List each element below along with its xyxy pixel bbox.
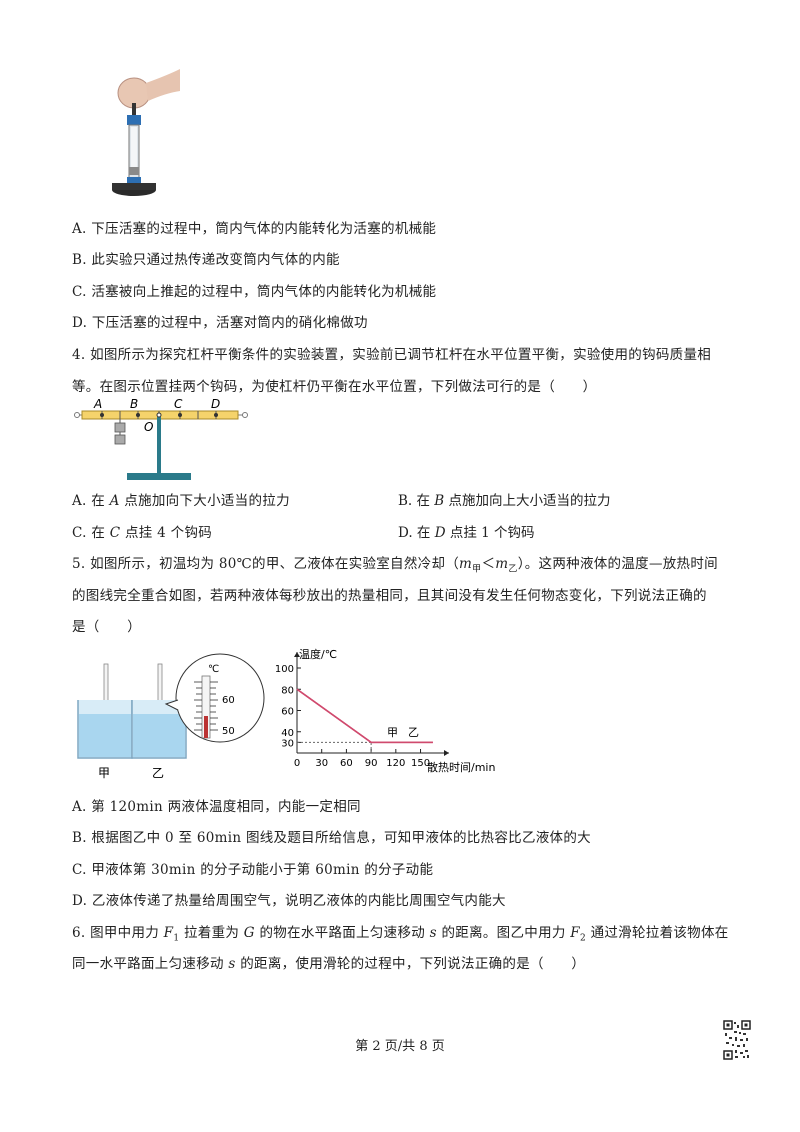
graph-ylabel: 温度/℃ [299,647,337,661]
y-tick-label: 60 [281,707,294,718]
beakers-figure: 甲 乙 ℃ 60 50 [70,650,270,790]
thermo-tick-50: 50 [222,726,235,737]
q6-stem-line1: 6. 图甲中用力 F1 拉着重为 G 的物在水平路面上匀速移动 s 的距离。图乙… [72,925,729,944]
lever-label-c: C [174,397,183,411]
thermo-tick-60: 60 [222,695,235,706]
x-tick-label: 120 [386,758,405,769]
q4-option-a: A. 在 A 点施加向下大小适当的拉力 [72,493,290,509]
graph-xlabel: 散热时间/min [427,760,495,774]
beaker-label-yi: 乙 [152,766,164,780]
q5-stem-line2: 的图线完全重合如图，若两种液体每秒放出的热量相同，且其间没有发生任何物态变化，下… [72,588,707,604]
x-tick-label: 150 [411,758,430,769]
q4-stem-line2: 等。在图示位置挂两个钩码，为使杠杆仍平衡在水平位置，下列做法可行的是（ ） [72,379,597,395]
y-tick-label: 40 [281,728,294,739]
q3-option-d: D. 下压活塞的过程中，活塞对筒内的硝化棉做功 [72,315,368,331]
y-tick-label: 30 [281,738,294,749]
q5-option-c: C. 甲液体第 30min 的分子动能小于第 60min 的分子动能 [72,862,434,878]
y-axis-arrow [294,652,300,657]
lever-figure: A B C D O [72,395,252,485]
q5-option-a: A. 第 120min 两液体温度相同，内能一定相同 [72,799,361,815]
q6-stem-line2: 同一水平路面上匀速移动 s 的距离，使用滑轮的过程中，下列说法正确的是（ ） [72,956,586,972]
lever-label-b: B [130,397,138,411]
piston-figure [100,55,180,205]
q4-option-d: D. 在 D 点挂 1 个钩码 [398,525,535,541]
q5-option-b: B. 根据图乙中 0 至 60min 图线及题目所给信息，可知甲液体的比热容比乙… [72,830,591,846]
lever-label-d: D [211,397,220,411]
y-tick-label: 80 [281,685,294,696]
qr-code [723,1020,751,1060]
x-tick-label: 0 [294,758,300,769]
q3-option-b: B. 此实验只通过热传递改变筒内气体的内能 [72,252,340,268]
thermo-unit: ℃ [208,664,219,675]
series-line-1 [296,688,433,744]
beaker-label-jia: 甲 [98,766,110,780]
x-tick-label: 90 [365,758,378,769]
x-tick-label: 30 [315,758,328,769]
y-tick-label: 100 [275,664,294,675]
q4-option-c: C. 在 C 点挂 4 个钩码 [72,525,213,541]
q3-option-c: C. 活塞被向上推起的过程中，筒内气体的内能转化为机械能 [72,284,437,300]
page-footer: 第 2 页/共 8 页 [355,1039,445,1054]
x-axis-arrow [444,750,449,756]
series-label-jia: 甲 [387,726,398,739]
q5-option-d: D. 乙液体传递了热量给周围空气，说明乙液体的内能比周围空气内能大 [72,893,506,909]
q5-stem-line3: 是（ ） [72,619,141,635]
lever-label-o: O [144,420,153,434]
x-tick-label: 60 [340,758,353,769]
q4-option-b: B. 在 B 点施加向上大小适当的拉力 [398,493,611,509]
q3-option-a: A. 下压活塞的过程中，筒内气体的内能转化为活塞的机械能 [72,221,437,237]
series-label-yi: 乙 [408,726,419,739]
q5-stem-line1: 5. 如图所示，初温均为 80℃的甲、乙液体在实验室自然冷却（m甲＜m乙）。这两… [72,556,718,575]
lever-label-a: A [93,397,102,411]
q4-stem-line1: 4. 如图所示为探究杠杆平衡条件的实验装置，实验前已调节杠杆在水平位置平衡，实验… [72,347,712,363]
